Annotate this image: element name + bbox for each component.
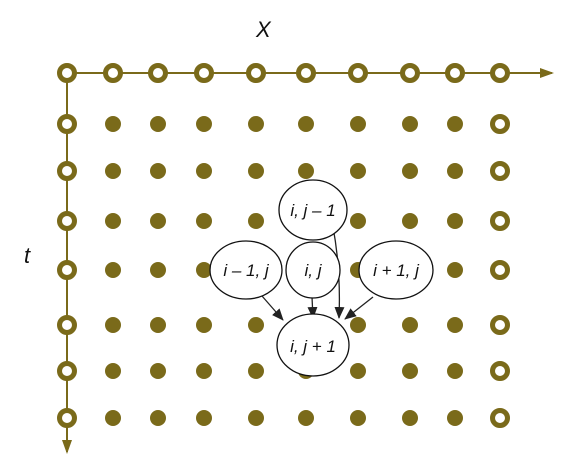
boundary-grid-point: [490, 361, 510, 381]
interior-grid-point: [298, 116, 314, 132]
interior-grid-point: [402, 363, 418, 379]
boundary-grid-point: [57, 315, 77, 335]
arrow-left-to-target: [261, 295, 284, 321]
boundary-grid-point: [57, 211, 77, 231]
interior-grid-point: [150, 317, 166, 333]
boundary-grid-point: [296, 63, 316, 83]
interior-grid-point: [150, 410, 166, 426]
node-ellipse: [276, 313, 350, 377]
interior-grid-point: [105, 410, 121, 426]
boundary-grid-point: [148, 63, 168, 83]
boundary-grid-point: [490, 260, 510, 280]
boundary-grid-point: [490, 408, 510, 428]
interior-grid-point: [105, 262, 121, 278]
interior-grid-point: [350, 363, 366, 379]
interior-grid-point: [196, 317, 212, 333]
interior-grid-point: [150, 363, 166, 379]
stencil-node-center: i, j: [285, 241, 341, 299]
boundary-grid-point: [490, 211, 510, 231]
interior-grid-point: [402, 116, 418, 132]
node-label: i, j – 1: [290, 201, 335, 220]
interior-grid-point: [248, 163, 264, 179]
interior-grid-point: [350, 163, 366, 179]
boundary-grid-point: [348, 63, 368, 83]
stencil-node-target: i, j + 1: [276, 313, 350, 377]
boundary-grid-point: [57, 408, 77, 428]
interior-grid-point: [150, 163, 166, 179]
stencil-node-left: i – 1, j: [209, 240, 283, 300]
boundary-grid-point: [194, 63, 214, 83]
interior-grid-point: [350, 317, 366, 333]
interior-grid-point: [105, 163, 121, 179]
interior-grid-point: [447, 213, 463, 229]
interior-grid-point: [447, 317, 463, 333]
interior-grid-point: [402, 317, 418, 333]
grid-points: [57, 63, 510, 428]
node-label: i, j: [305, 261, 323, 280]
boundary-grid-point: [57, 361, 77, 381]
boundary-grid-point: [57, 260, 77, 280]
boundary-grid-point: [57, 161, 77, 181]
interior-grid-point: [447, 410, 463, 426]
interior-grid-point: [150, 262, 166, 278]
interior-grid-point: [447, 163, 463, 179]
node-ellipse: [278, 179, 348, 241]
node-ellipse: [285, 241, 341, 299]
boundary-grid-point: [490, 161, 510, 181]
node-ellipse: [358, 240, 434, 300]
interior-grid-point: [248, 116, 264, 132]
interior-grid-point: [105, 213, 121, 229]
interior-grid-point: [402, 410, 418, 426]
interior-grid-point: [248, 363, 264, 379]
interior-grid-point: [447, 363, 463, 379]
interior-grid-point: [402, 163, 418, 179]
t-axis-label: t: [24, 243, 31, 268]
interior-grid-point: [350, 116, 366, 132]
boundary-grid-point: [57, 114, 77, 134]
interior-grid-point: [248, 213, 264, 229]
interior-grid-point: [248, 410, 264, 426]
interior-grid-point: [350, 213, 366, 229]
boundary-grid-point: [490, 114, 510, 134]
stencil-node-up: i, j – 1: [278, 179, 348, 241]
node-label: i – 1, j: [223, 261, 270, 280]
interior-grid-point: [447, 262, 463, 278]
interior-grid-point: [105, 363, 121, 379]
boundary-grid-point: [490, 63, 510, 83]
interior-grid-point: [196, 262, 212, 278]
interior-grid-point: [447, 116, 463, 132]
interior-grid-point: [150, 116, 166, 132]
interior-grid-point: [150, 213, 166, 229]
boundary-grid-point: [445, 63, 465, 83]
interior-grid-point: [298, 410, 314, 426]
interior-grid-point: [350, 410, 366, 426]
node-ellipse: [209, 240, 283, 300]
interior-grid-point: [298, 163, 314, 179]
node-label: i + 1, j: [373, 261, 420, 280]
arrow-right-to-target: [344, 296, 374, 320]
boundary-grid-point: [57, 63, 77, 83]
boundary-grid-point: [400, 63, 420, 83]
interior-grid-point: [105, 317, 121, 333]
interior-grid-point: [105, 116, 121, 132]
x-axis-label: X: [255, 17, 272, 42]
interior-grid-point: [196, 213, 212, 229]
interior-grid-point: [402, 213, 418, 229]
interior-grid-point: [196, 163, 212, 179]
interior-grid-point: [196, 116, 212, 132]
stencil-node-right: i + 1, j: [358, 240, 434, 300]
boundary-grid-point: [246, 63, 266, 83]
boundary-grid-point: [103, 63, 123, 83]
interior-grid-point: [196, 363, 212, 379]
interior-grid-point: [248, 317, 264, 333]
interior-grid-point: [196, 410, 212, 426]
boundary-grid-point: [490, 315, 510, 335]
node-label: i, j + 1: [290, 337, 336, 356]
